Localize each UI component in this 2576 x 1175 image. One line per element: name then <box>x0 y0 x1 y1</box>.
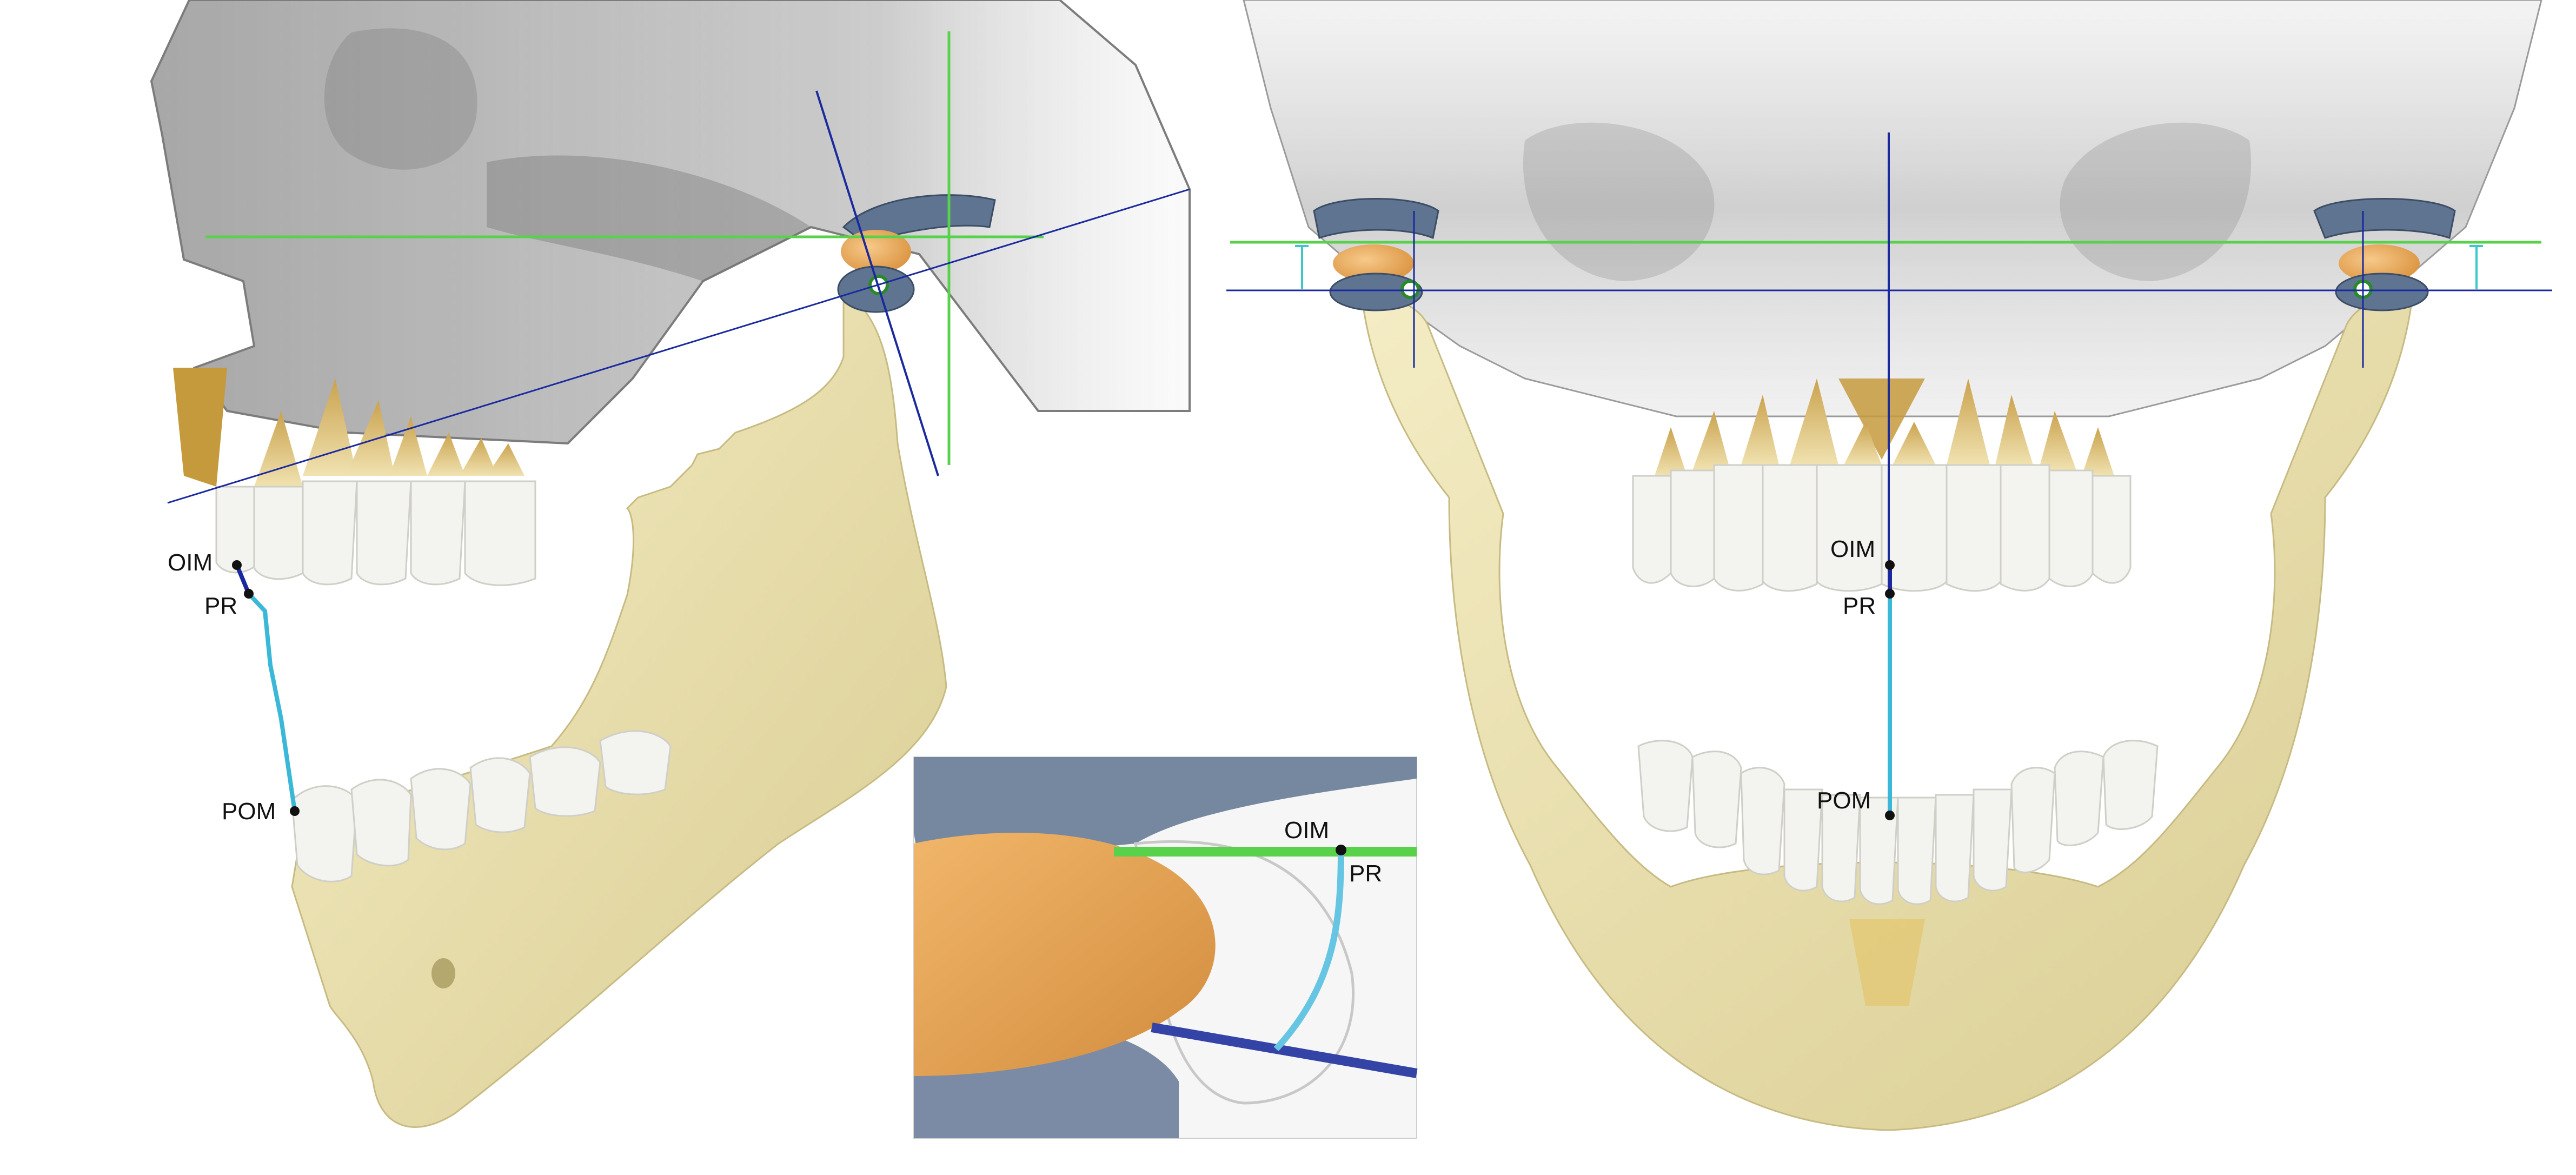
lateral-oim-label: OIM <box>168 549 213 576</box>
condylar-axis-line <box>815 90 939 476</box>
lateral-pom-point <box>290 806 300 816</box>
lateral-pr-label: PR <box>204 593 237 619</box>
frontal-lower-teeth <box>1637 740 2159 905</box>
frontal-pom-label: POM <box>1817 787 1871 814</box>
frontal-pr-point <box>1885 589 1895 599</box>
occlusal-axis-line <box>167 188 1190 504</box>
inset-blue-line <box>1151 1023 1418 1078</box>
frontal-upper-teeth <box>1632 379 2132 592</box>
inset-detail: OIM PR <box>913 756 1418 1139</box>
frontal-left-tmj <box>1313 198 1439 311</box>
frontal-skull <box>1243 0 2542 417</box>
left-fossa <box>1313 198 1439 240</box>
frontal-right-tmj <box>2313 198 2456 311</box>
right-fossa <box>2313 198 2456 239</box>
trace-guide <box>237 565 294 811</box>
left-disc <box>1333 244 1414 282</box>
orbit-shadow <box>324 28 477 170</box>
lateral-trace <box>247 592 297 812</box>
lateral-oim-point <box>232 560 242 570</box>
articular-disc <box>841 230 911 273</box>
lateral-lower-teeth <box>291 730 672 882</box>
zygomatic-shadow <box>487 155 811 281</box>
lateral-pom-label: POM <box>222 798 276 825</box>
lateral-trace-start <box>235 564 251 595</box>
lateral-mandible <box>291 290 947 1128</box>
lateral-view: OIM PR POM <box>150 0 1191 1128</box>
inset-pr-label: PR <box>1349 860 1382 887</box>
frontal-pom-point <box>1885 811 1895 820</box>
inset-point <box>1336 845 1346 855</box>
left-offset-bracket <box>1295 245 1309 289</box>
incisor-root <box>173 368 227 487</box>
frontal-oim-point <box>1885 560 1895 570</box>
inset-oim-label: OIM <box>1284 817 1329 844</box>
frontal-mandible <box>1362 297 2413 1131</box>
left-condyle-marker <box>1400 280 1420 299</box>
right-condyle-cap <box>2335 273 2429 311</box>
lateral-pr-point <box>244 589 254 599</box>
lateral-skull <box>150 0 1191 445</box>
frontal-view: OIM PR POM <box>1226 0 2552 1131</box>
nasal-spine <box>1838 379 1925 460</box>
frontal-pr-label: PR <box>1843 593 1876 619</box>
inset-disc <box>914 833 1216 1076</box>
mental-foramen <box>431 958 455 988</box>
left-condyle-cap <box>1329 273 1423 311</box>
right-disc <box>2339 244 2420 282</box>
lateral-tmj <box>837 194 996 313</box>
lateral-upper-teeth <box>173 368 536 586</box>
inset-trace <box>1273 849 1344 1052</box>
right-offset-bracket <box>2469 245 2483 289</box>
frontal-oim-label: OIM <box>1830 536 1875 562</box>
mental-symphysis <box>1849 919 1925 1006</box>
